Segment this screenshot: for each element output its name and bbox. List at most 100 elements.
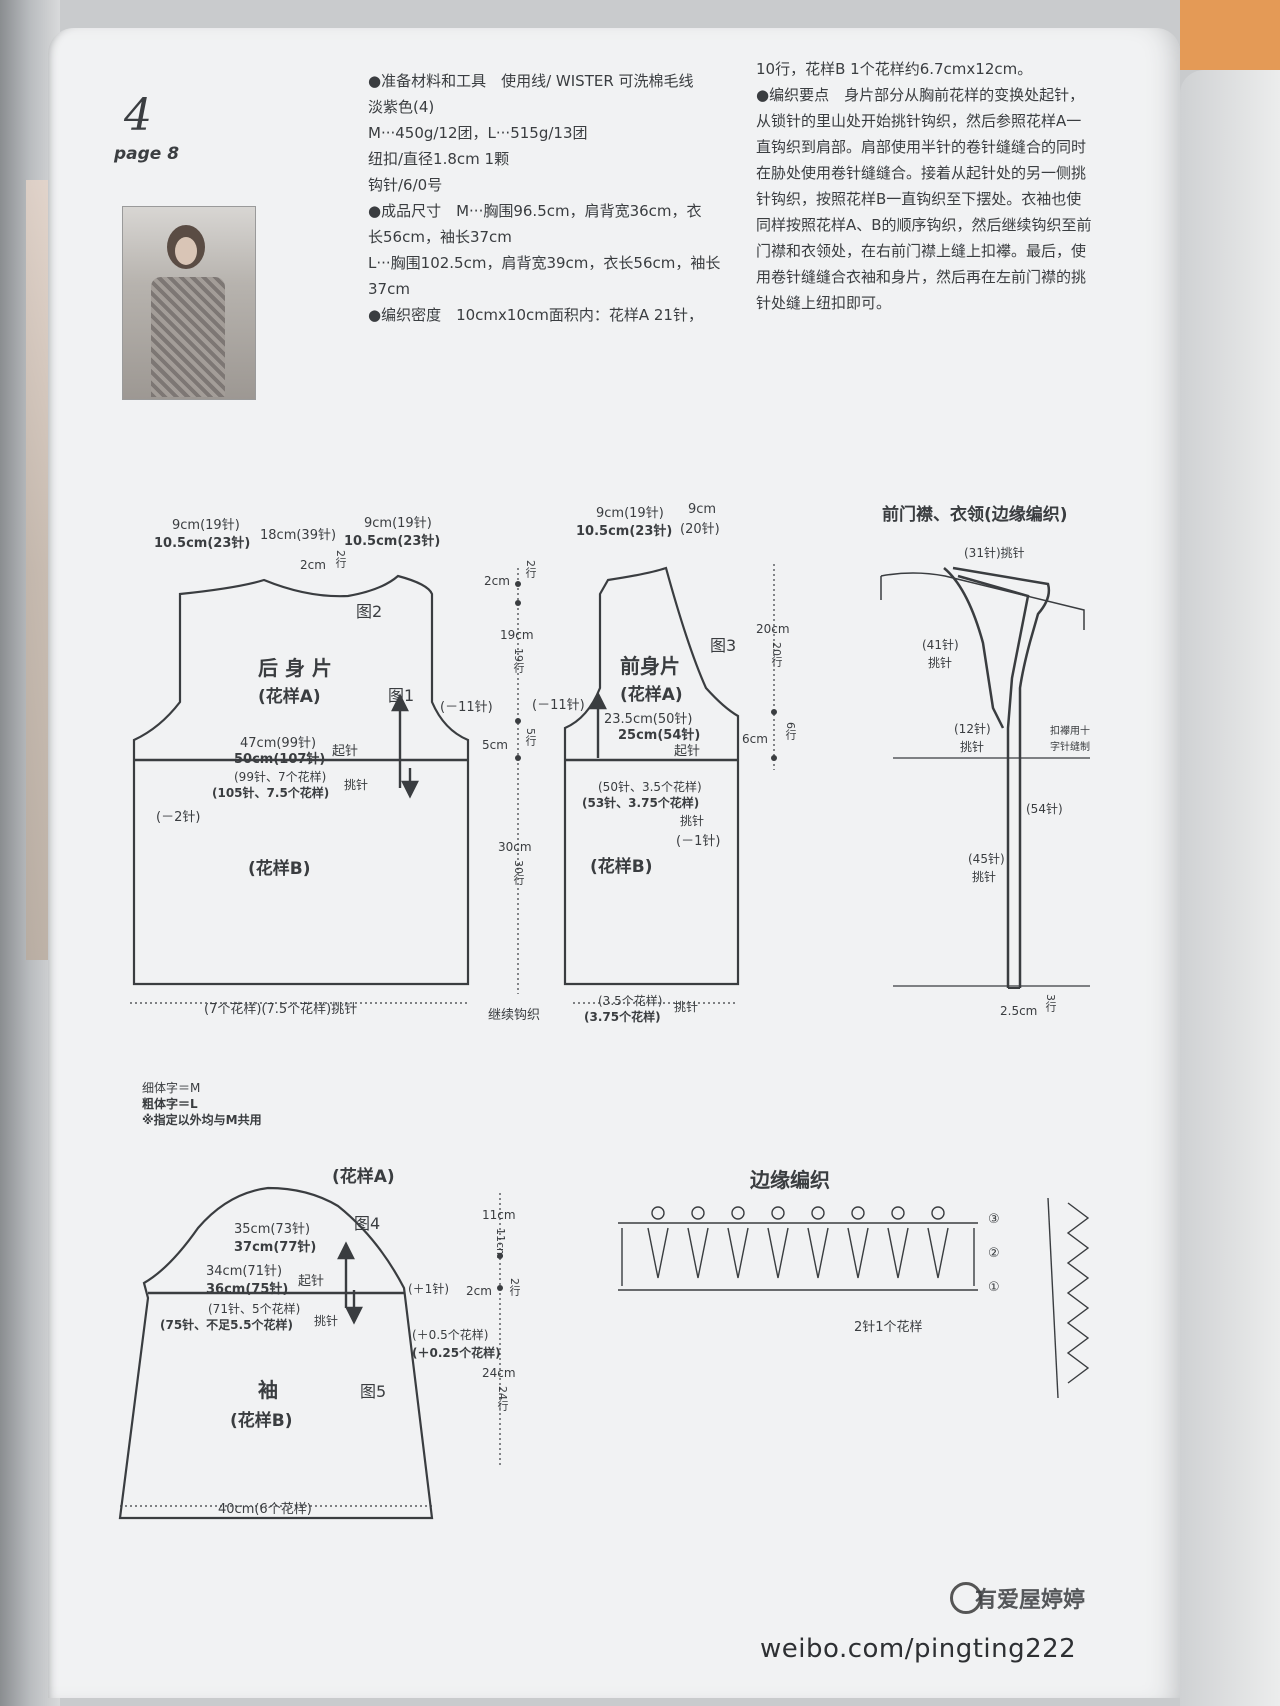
- placket-n12: (12针): [954, 722, 991, 736]
- front-pattern-a: (花样A): [620, 685, 683, 705]
- legend-bold: 粗体字＝L: [142, 1097, 198, 1111]
- model-photo: [122, 206, 256, 400]
- pattern-number: 4: [124, 90, 152, 141]
- placket-p45: 挑针: [972, 870, 997, 884]
- edging-title: 边缘编织: [750, 1168, 830, 1192]
- instructions-line: 同样按照花样A、B的顺序钩织，然后继续钩织至前: [756, 216, 1092, 234]
- back-neck-rows: 2行: [334, 550, 347, 568]
- edging-repeat: 2针1个花样: [854, 1320, 923, 1335]
- instructions-line: 门襟和衣领处，在右前门襟上缝上扣襻。最后，使: [756, 242, 1087, 260]
- front-top-right-m: 9cm: [688, 502, 717, 517]
- front-bottom-m: (3.5个花样): [598, 994, 663, 1008]
- materials-line: ●准备材料和工具 使用线/ WISTER 可洗棉毛线: [368, 72, 694, 90]
- placket-n54: (54针): [1026, 802, 1063, 816]
- book-page: 4 page 8 ●准备材料和工具 使用线/ WISTER 可洗棉毛线 淡紫色(…: [48, 28, 1180, 1698]
- fig4-label: 图4: [354, 1214, 381, 1233]
- center-h3: 5cm: [482, 738, 508, 752]
- watermark-handle: 有爱屋婷婷: [975, 1588, 1086, 1613]
- crochet-diagrams: [118, 564, 1090, 1520]
- center-r4: 30行: [512, 860, 525, 885]
- source-url: weibo.com/pingting222: [760, 1634, 1077, 1664]
- sleeve-cap-rows: 11cm: [494, 1228, 507, 1259]
- back-top-mid: 18cm(39针): [260, 528, 337, 543]
- fig2-label: 图2: [356, 602, 383, 621]
- front-pattern-b: (花样B): [590, 857, 653, 877]
- back-top-left-m: 9cm(19针): [172, 518, 240, 533]
- sleeve-title: 袖: [258, 1378, 278, 1402]
- sleeve-pick-m: (71针、5个花样): [208, 1302, 301, 1316]
- instructions-line: 在胁处使用卷针缝缝合。接着从起针处的另一侧挑: [756, 164, 1087, 182]
- placket-p12: 挑针: [960, 740, 985, 754]
- center-h1: 2cm: [484, 574, 510, 588]
- front-bottom-l: (3.75个花样): [584, 1010, 661, 1024]
- back-pattern-a: (花样A): [258, 687, 321, 707]
- page-reference: page 8: [114, 144, 180, 164]
- center-r3: 5行: [524, 728, 537, 746]
- back-body-outline: [132, 574, 470, 986]
- back-pattern-b: (花样B): [248, 859, 311, 879]
- placket-rows: 3行: [1044, 994, 1057, 1012]
- previous-page-strip: [26, 180, 52, 960]
- placket-height: 2.5cm: [1000, 1004, 1038, 1018]
- sleeve-body-height: 24cm: [482, 1366, 516, 1380]
- legend-thin: 细体字＝M: [142, 1081, 201, 1095]
- back-top-left-l: 10.5cm(23针): [154, 536, 251, 551]
- back-minus2: (－2针): [156, 810, 201, 825]
- fig5-label: 图5: [360, 1382, 387, 1401]
- back-pick-m: (99针、7个花样): [234, 770, 327, 784]
- materials-line: 淡紫色(4): [368, 98, 435, 116]
- materials-line: ●成品尺寸 M···胸围96.5cm，肩背宽36cm，衣: [368, 202, 702, 220]
- back-chest-l: 50cm(107针): [234, 752, 326, 767]
- materials-line: 钩针/6/0号: [368, 176, 443, 194]
- sleeve-pick-l: (75针、不足5.5个花样): [160, 1318, 293, 1332]
- instructions-line: 从锁针的里山处开始挑针钩织，然后参照花样A一: [756, 112, 1082, 130]
- instructions-block: 10行，花样B 1个花样约6.7cmx12cm。 ●编织要点 身片部分从胸前花样…: [756, 56, 1092, 316]
- center-r1: 2行: [524, 560, 537, 578]
- weibo-logo-icon: [950, 1582, 982, 1614]
- sleeve-cap-m: 35cm(73针): [234, 1222, 311, 1237]
- back-neck-height: 2cm: [300, 558, 326, 572]
- materials-line: 37cm: [368, 280, 410, 298]
- materials-line: 纽扣/直径1.8cm 1颗: [368, 150, 510, 168]
- materials-line: M···450g/12团，L···515g/13团: [368, 124, 588, 142]
- sleeve-plus1: (＋1针): [408, 1282, 449, 1296]
- back-title: 后 身 片: [258, 656, 332, 680]
- sleeve-bottom: 40cm(6个花样): [218, 1502, 312, 1517]
- front-bottom-pick: 挑针: [674, 1000, 699, 1014]
- background-corner: [1180, 0, 1280, 70]
- continue-label: 继续钩织: [488, 1008, 541, 1023]
- sleeve-pattern-a: (花样A): [332, 1167, 395, 1187]
- back-bottom: (7个花样)(7.5个花样)挑针: [204, 1002, 358, 1017]
- sleeve-width-m: 34cm(71针): [206, 1264, 283, 1279]
- materials-line: ●编织密度 10cmx10cm面积内：花样A 21针，: [368, 306, 703, 324]
- center-h2: 19cm: [500, 628, 534, 642]
- sleeve-inc-l: (＋0.25个花样): [412, 1346, 501, 1360]
- fig3-label: 图3: [710, 636, 737, 655]
- sleeve-pattern-b: (花样B): [230, 1411, 293, 1431]
- legend-note: ※指定以外均与M共用: [142, 1113, 262, 1127]
- sleeve-cap-l: 37cm(77针): [234, 1240, 317, 1255]
- back-pick: 挑针: [344, 778, 369, 792]
- front-armhole-height: 20cm: [756, 622, 790, 636]
- placket-button-loop: 扣襻用十: [1050, 726, 1090, 737]
- front-top-m: 9cm(19针): [596, 506, 664, 521]
- placket-n45: (45针): [968, 852, 1005, 866]
- instructions-line: 针钩织，按照花样B一直钩织至下摆处。衣袖也使: [756, 190, 1082, 208]
- instructions-line: ●编织要点 身片部分从胸前花样的变换处起针，: [756, 86, 1085, 104]
- front-title: 前身片: [620, 654, 680, 678]
- sleeve-yoke-height: 2cm: [466, 1284, 492, 1298]
- edging-row1: ①: [988, 1280, 1000, 1295]
- front-chest-m: 23.5cm(50针): [604, 712, 693, 727]
- front-chest-l: 25cm(54针): [618, 728, 701, 743]
- sleeve-yoke-rows: 2行: [508, 1278, 521, 1296]
- fig1-label: 图1: [388, 686, 415, 705]
- front-armhole-dec: (－11针): [532, 698, 585, 713]
- back-armhole-dec: (－11针): [440, 700, 493, 715]
- sleeve-body-rows: 24行: [496, 1386, 509, 1411]
- placket-outline: [880, 572, 1085, 630]
- center-h4: 30cm: [498, 840, 532, 854]
- placket-title: 前门襟、衣领(边缘编织): [882, 505, 1068, 525]
- instructions-line: 针处缝上纽扣即可。: [756, 294, 892, 312]
- placket-collar-stitches: (31针)挑针: [964, 546, 1025, 560]
- materials-line: L···胸围102.5cm，肩背宽39cm，衣长56cm，袖长: [368, 254, 721, 272]
